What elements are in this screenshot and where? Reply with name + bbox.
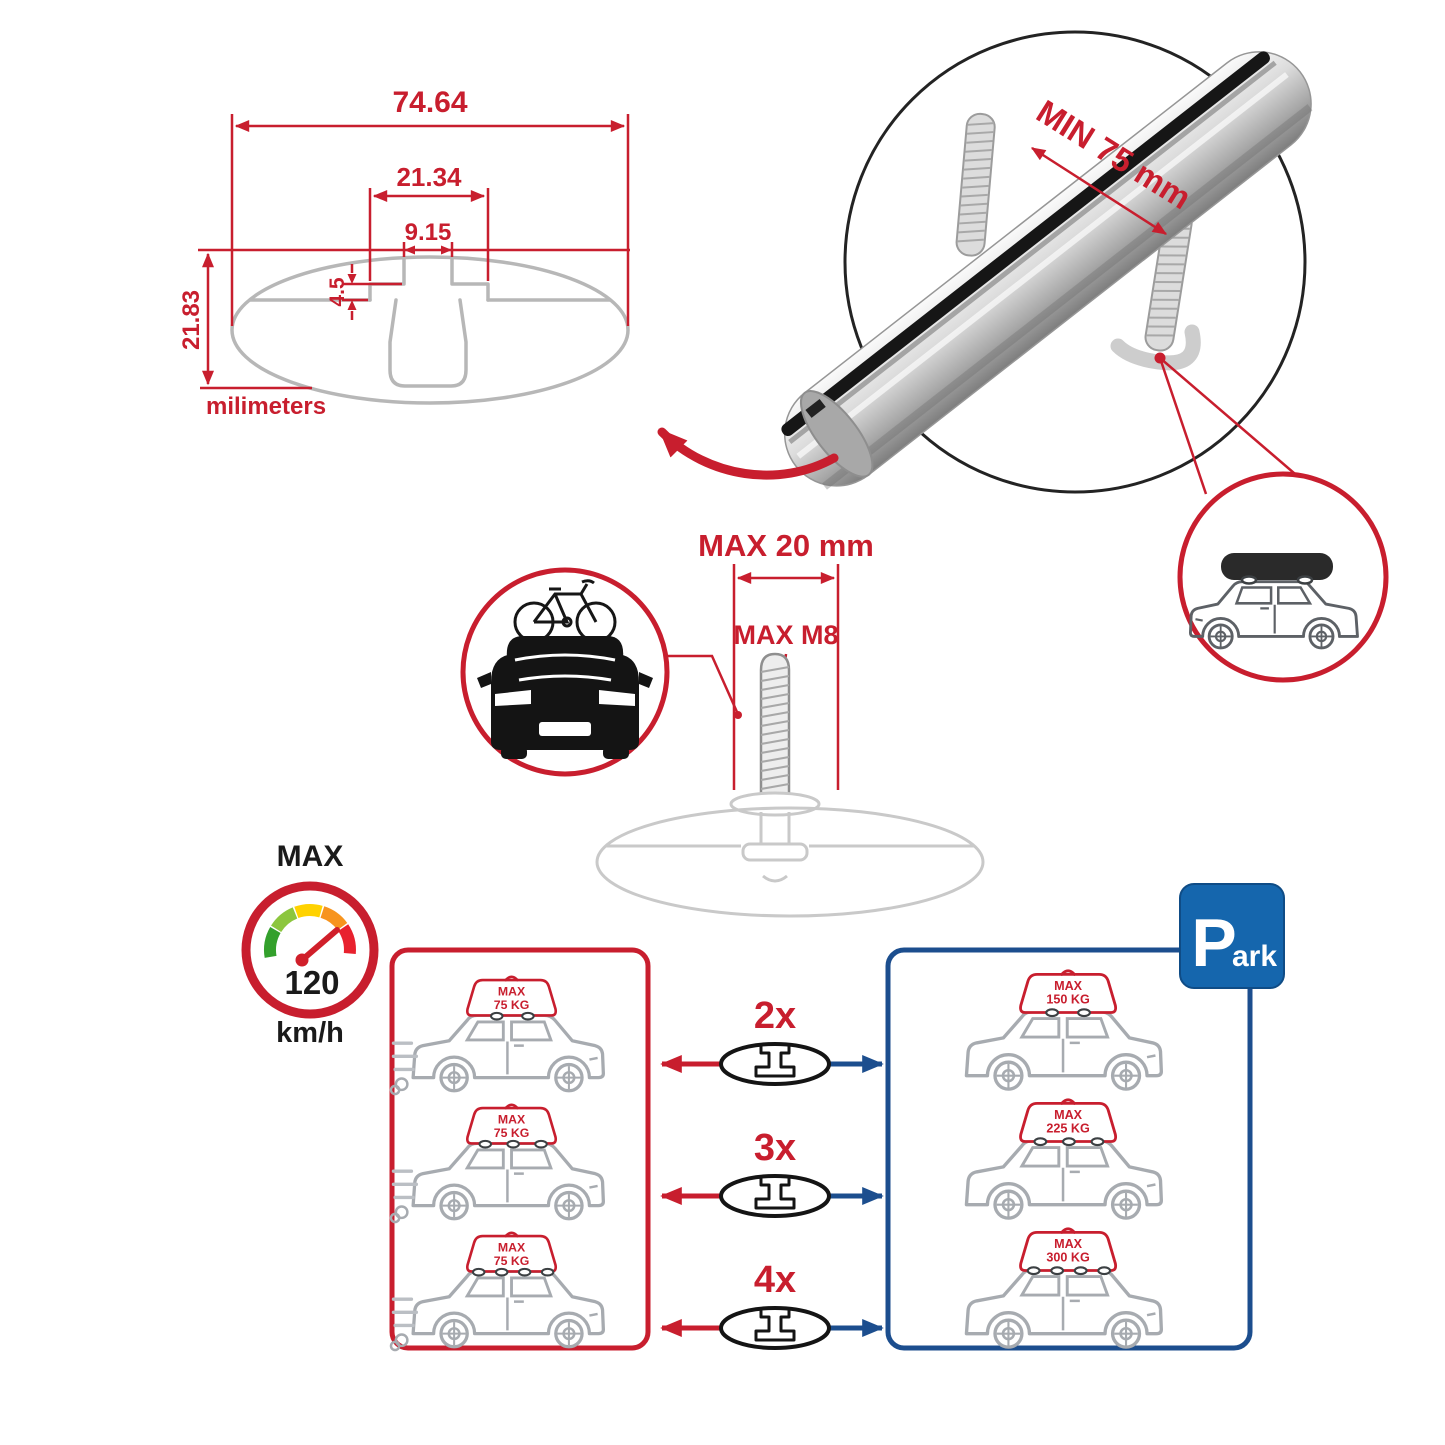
gauge-max-label: MAX — [277, 840, 344, 873]
bag-weight-label: 300 KG — [1046, 1250, 1090, 1264]
car-load-right-2: MAX 225 KG — [964, 1098, 1164, 1220]
bag-weight-label: 75 KG — [494, 1126, 530, 1140]
bolt-diagram: MAX 20 mm MAX M8 — [460, 528, 985, 918]
multiplier-label: 4x — [754, 1259, 796, 1301]
clamp-bolt-rear — [955, 112, 996, 257]
dim-channel-width: 21.34 — [368, 162, 490, 281]
multiplier-label: 3x — [754, 1127, 796, 1169]
car-circle-leader — [664, 654, 739, 713]
bag-max-label: MAX — [498, 985, 526, 999]
gauge-arc — [264, 904, 356, 958]
max-thread-label: MAX M8 — [733, 620, 838, 650]
ghost-washer — [729, 791, 821, 817]
car-load-left-3: MAX 75 KG — [389, 1231, 605, 1352]
car-load-left-2: MAX 75 KG — [389, 1103, 605, 1224]
bag-weight-label: 150 KG — [1046, 992, 1090, 1006]
gauge-unit: km/h — [276, 1017, 344, 1049]
dim-overall-width-label: 74.64 — [392, 86, 467, 119]
crossbar-section-icon — [719, 1042, 831, 1086]
bag-max-label: MAX — [1054, 1108, 1083, 1122]
crossbar-section-icon — [719, 1174, 831, 1218]
dim-overall-width: 74.64 — [230, 86, 630, 326]
bag-max-label: MAX — [1054, 1237, 1083, 1251]
multiplier-label: 2x — [754, 995, 796, 1037]
gauge-needle — [299, 927, 340, 963]
park-sign: P ark — [1179, 883, 1285, 989]
dim-lip-height: 4.5 — [326, 264, 402, 320]
profile-dimension-drawing: 74.64 21.34 9.15 4.5 21.83 milimeters — [178, 86, 630, 420]
max-width-label: MAX 20 mm — [698, 528, 874, 563]
threaded-bolt — [759, 652, 791, 802]
profile-shoulders — [368, 256, 490, 302]
car-front-circle — [460, 567, 742, 777]
bag-weight-label: 225 KG — [1046, 1121, 1090, 1135]
bag-max-label: MAX — [1054, 979, 1083, 993]
bag-weight-label: 75 KG — [494, 1254, 530, 1268]
roof-box — [1221, 553, 1333, 580]
dim-channel-width-label: 21.34 — [396, 162, 462, 192]
car-load-right-3: MAX 300 KG — [964, 1227, 1164, 1349]
ghost-crossbar-section — [595, 791, 985, 918]
dim-lip-height-label: 4.5 — [326, 277, 349, 307]
max-thread-dimension: MAX M8 — [733, 620, 839, 742]
ghost-profile-ellipse — [595, 806, 985, 918]
units-label: milimeters — [206, 393, 326, 420]
dim-overall-height-label: 21.83 — [178, 290, 205, 350]
speed-gauge: MAX 120 km/h — [241, 840, 379, 1049]
bag-max-label: MAX — [498, 1241, 526, 1255]
gauge-value: 120 — [284, 964, 339, 1001]
crossbar-profile-outline — [230, 255, 630, 405]
arrow-row-3: 4x — [660, 1259, 884, 1350]
dim-slot-width-label: 9.15 — [405, 219, 452, 246]
park-sign-rest: ark — [1232, 940, 1277, 973]
arrow-row-1: 2x — [660, 995, 884, 1086]
bar-end-cap — [800, 390, 874, 478]
profile-channel — [388, 298, 468, 388]
pointer-arrow — [657, 427, 839, 480]
exhaust-icon — [389, 1205, 409, 1224]
dim-slot-width: 9.15 — [198, 219, 630, 257]
suv-roofbox-circle — [1177, 471, 1389, 683]
ghost-t-nut — [741, 842, 809, 862]
capacity-comparison: MAX 75 KG MAX 75 KG MAX 75 KG 2x — [389, 883, 1285, 1352]
crossbar-section-icon — [719, 1306, 831, 1350]
car-front-icon — [477, 636, 653, 759]
bag-max-label: MAX — [498, 1113, 526, 1127]
arrow-row-2: 3x — [660, 1127, 884, 1218]
park-sign-letter: P — [1191, 905, 1236, 981]
bag-weight-label: 75 KG — [494, 998, 530, 1012]
car-load-left-1: MAX 75 KG — [389, 975, 605, 1096]
max-width-dimension: MAX 20 mm — [698, 528, 874, 790]
car-load-right-1: MAX 150 KG — [964, 969, 1164, 1091]
exhaust-icon — [389, 1077, 409, 1096]
bar-magnifier-circle: MIN 75 mm — [781, 30, 1345, 517]
exhaust-icon — [389, 1333, 409, 1352]
dim-overall-height: 21.83 — [178, 252, 312, 390]
